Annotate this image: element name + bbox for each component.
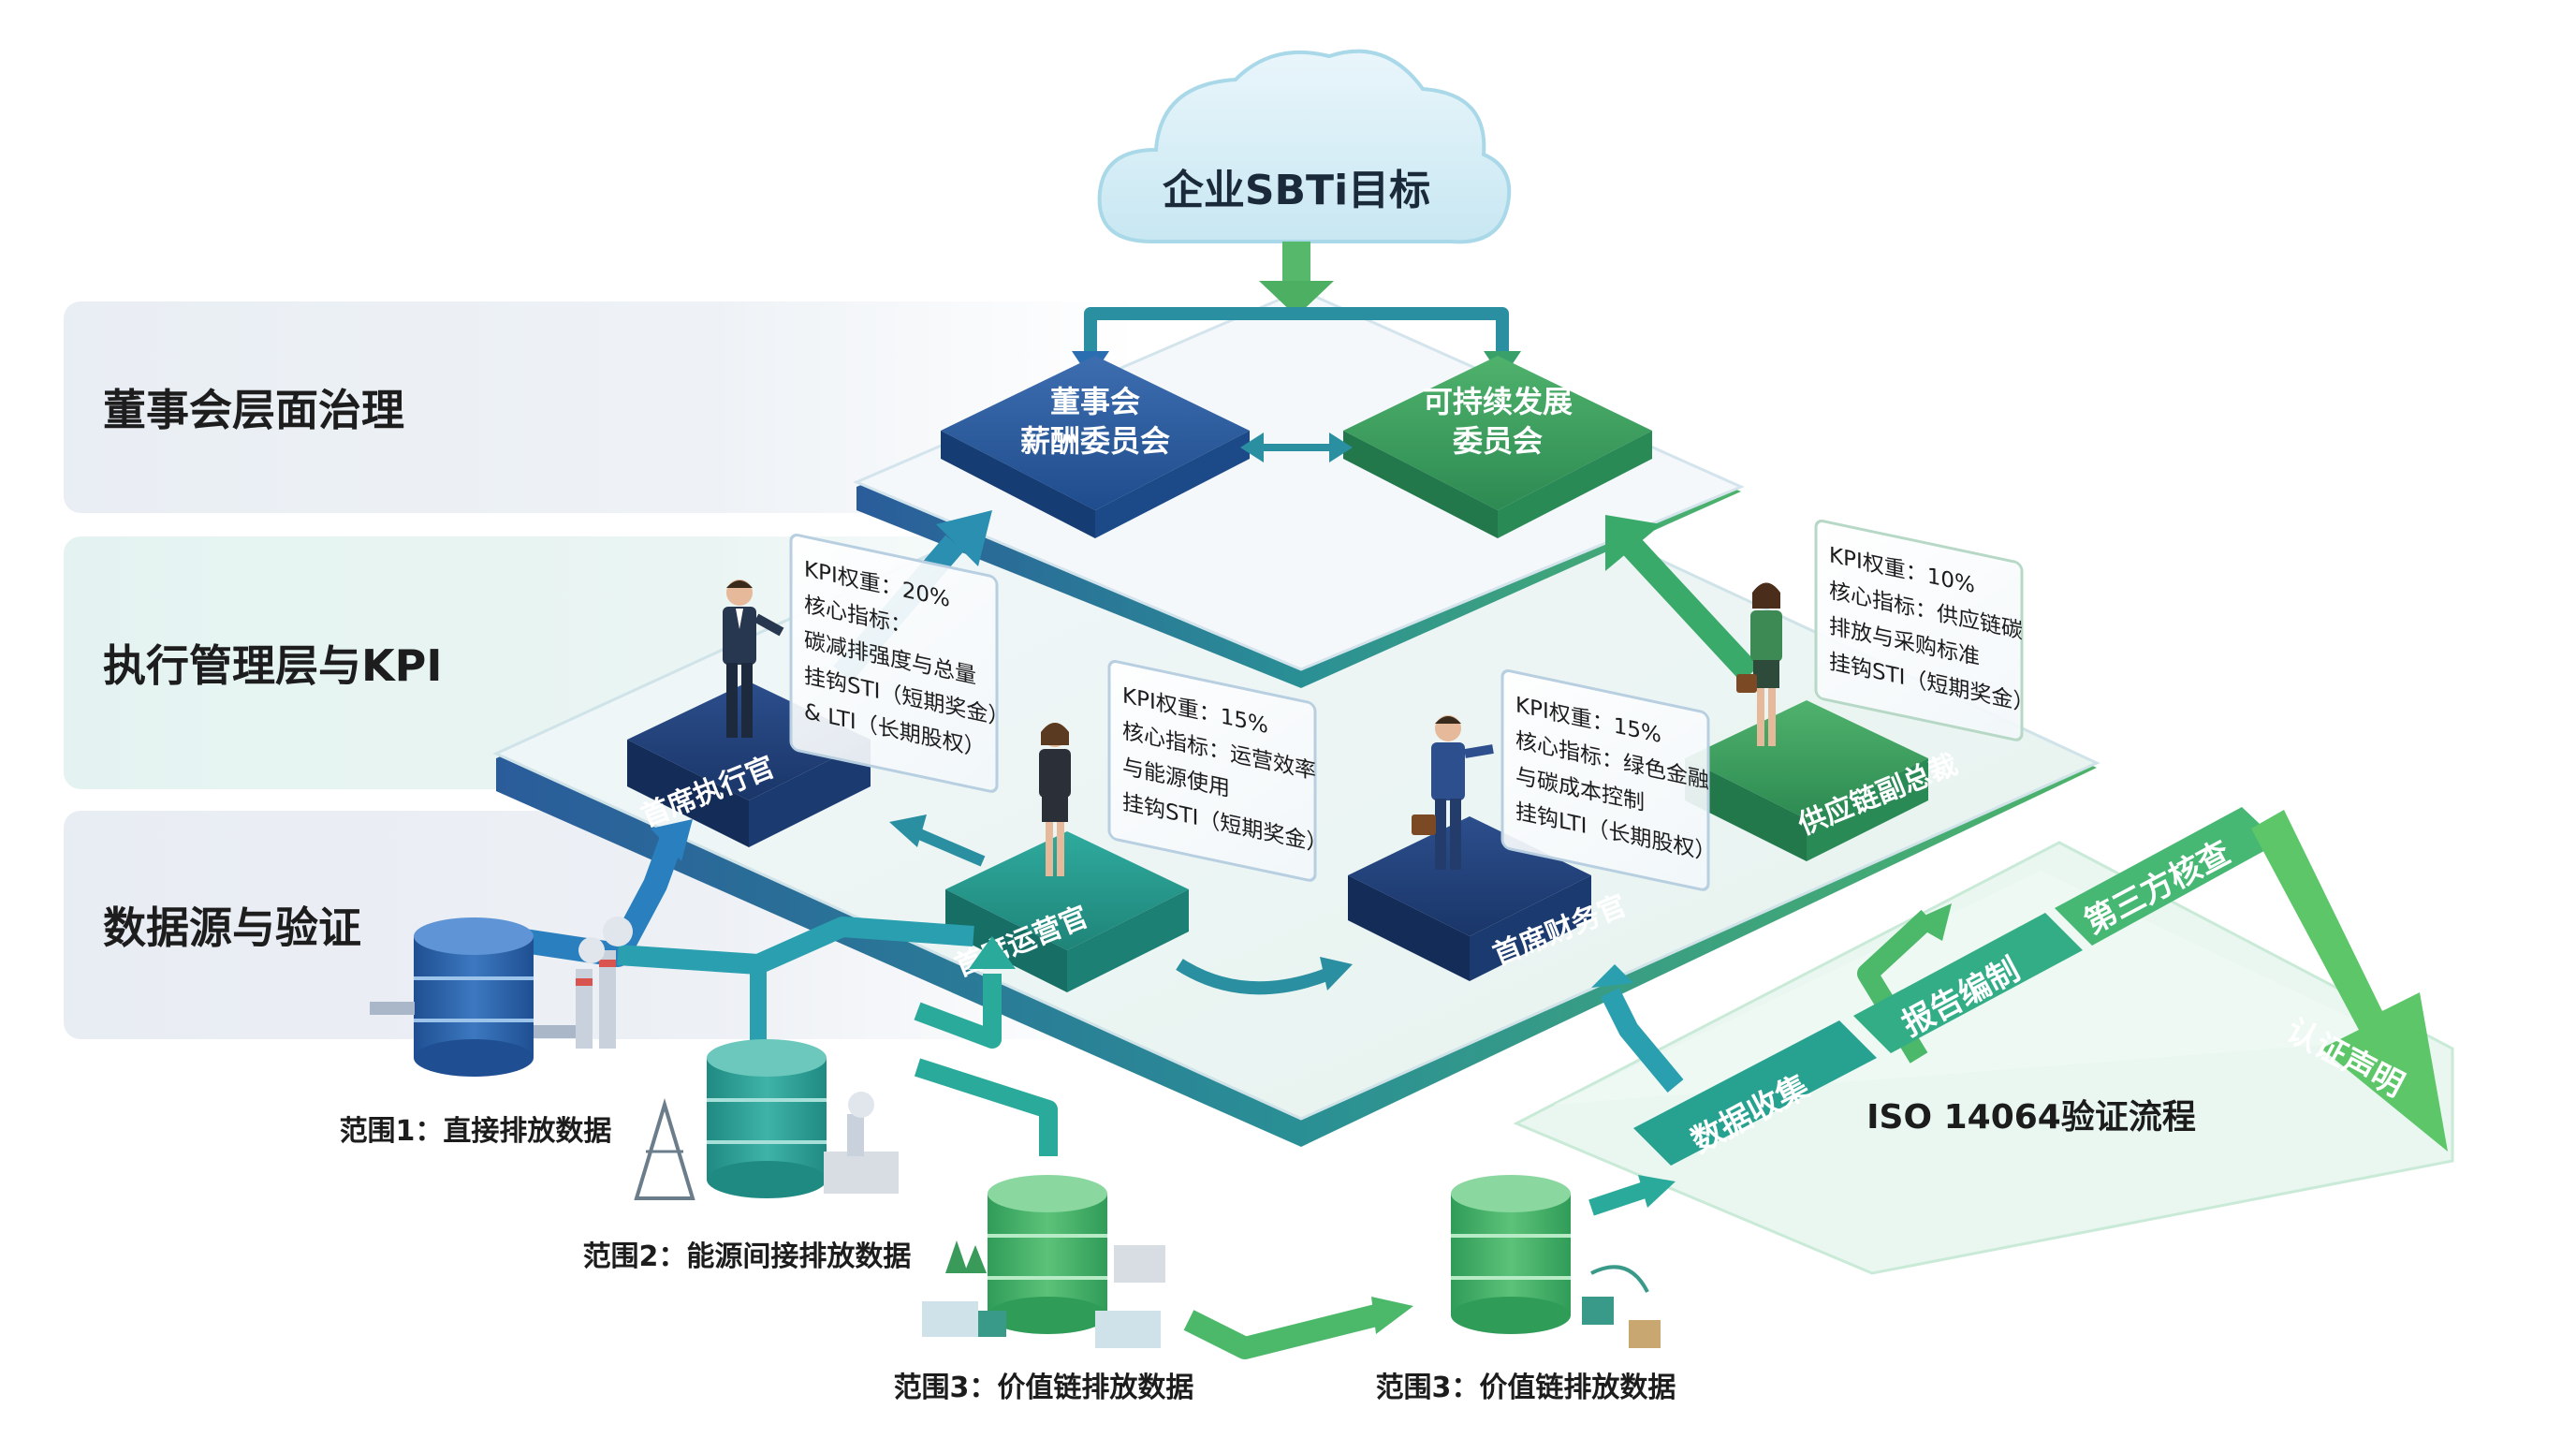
band-board-governance: 董事会层面治理 — [64, 301, 1140, 513]
data-source-label: 范围3：价值链排放数据 — [894, 1372, 1194, 1404]
coo-figure — [1039, 723, 1071, 876]
scope3a-database-icon — [922, 1175, 1165, 1348]
band-label: 执行管理层与KPI — [103, 640, 443, 691]
scope1-database-icon — [370, 917, 633, 1077]
committee-label: 可持续发展 — [1423, 384, 1573, 419]
svp-supply-block[interactable]: 供应链副总裁 — [1685, 700, 1962, 861]
cloud-down-arrow — [1259, 242, 1334, 316]
arrow-head-icon — [651, 819, 693, 861]
data-pipes — [522, 829, 1936, 1359]
verification-title: ISO 14064验证流程 — [1866, 1098, 2196, 1137]
scope3b-database-icon — [1451, 1175, 1661, 1348]
data-source-label: 范围3：价值链排放数据 — [1376, 1372, 1676, 1404]
data-source-label: 范围2：能源间接排放数据 — [583, 1240, 912, 1273]
band-label: 数据源与验证 — [103, 902, 361, 953]
arrow-head-icon — [1371, 1297, 1413, 1334]
committee-label: 委员会 — [1453, 423, 1543, 459]
kpi-card-coo: KPI权重：15% 核心指标：运营效率 与能源使用 挂钩STI（短期奖金） — [1107, 659, 1327, 882]
ceo-figure — [723, 580, 784, 738]
cloud-split-arrows — [1084, 307, 1509, 356]
arrow-head-icon — [1591, 964, 1633, 988]
committee-label: 薪酬委员会 — [1020, 423, 1170, 459]
band-label: 董事会层面治理 — [103, 385, 404, 435]
ceo-block[interactable]: 首席执行官 — [627, 682, 871, 847]
bidirectional-arrow-icon — [1240, 433, 1353, 462]
svp-figure — [1736, 582, 1782, 746]
coo-to-ceo-arrow — [889, 814, 986, 867]
cfo-figure — [1412, 715, 1494, 870]
kpi-card-svp: KPI权重：10% 核心指标：供应链碳 排放与采购标准 挂钩STI（短期奖金） — [1814, 519, 2034, 741]
coo-to-cfo-arrow — [1176, 957, 1353, 995]
arrow-head-icon — [1910, 903, 1952, 941]
compensation-committee-block[interactable]: 董事会 薪酬委员会 — [941, 356, 1250, 538]
scope2-database-icon — [634, 1039, 899, 1200]
cloud-label: 企业SBTi目标 — [1163, 167, 1430, 214]
sustainability-committee-block[interactable]: 可持续发展 委员会 — [1343, 356, 1652, 538]
kpi-card-ceo: KPI权重：20% 核心指标： 碳减排强度与总量 挂钩STI（短期奖金） & L… — [789, 533, 1009, 793]
arrow-head-icon — [1638, 1175, 1676, 1208]
sbti-cloud: 企业SBTi目标 — [1097, 49, 1512, 244]
arrow-head-icon — [969, 936, 1016, 969]
committee-label: 董事会 — [1050, 384, 1140, 419]
svp-to-board-arrow — [1605, 515, 1760, 682]
data-source-label: 范围1：直接排放数据 — [340, 1115, 612, 1148]
kpi-card-cfo: KPI权重：15% 核心指标：绿色金融 与碳成本控制 挂钩LTI（长期股权） — [1500, 668, 1716, 891]
